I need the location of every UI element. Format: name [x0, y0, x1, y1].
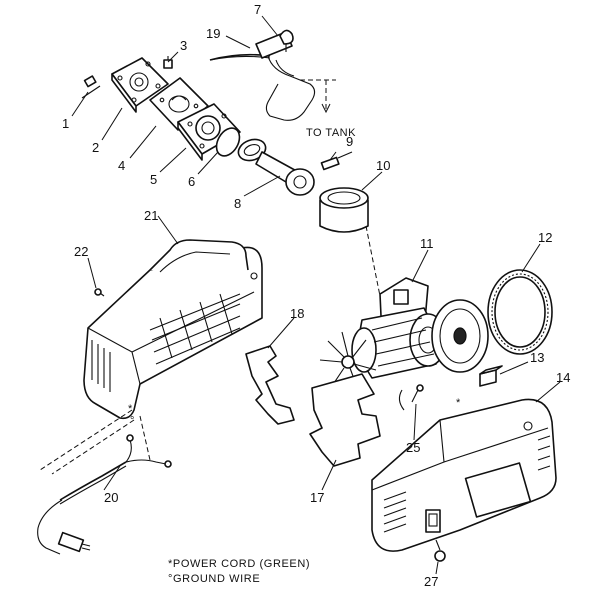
callout-13: 13: [530, 350, 544, 365]
degree-marker-cord: °: [130, 415, 135, 427]
part-7-fitting: [279, 29, 294, 52]
part-6-o-ring: [215, 127, 241, 157]
legend-power-cord: *POWER CORD (GREEN): [168, 558, 311, 570]
part-12-belt: [487, 269, 553, 355]
part-27-screw: [434, 539, 446, 562]
callout-11: 11: [420, 236, 434, 251]
part-14-front-shroud: [371, 398, 557, 552]
asterisk-marker-cord: *: [128, 403, 133, 415]
part-22-screw: [94, 288, 105, 297]
part-10-piston: [319, 187, 369, 233]
callout-8: 8: [234, 196, 241, 211]
callout-5: 5: [150, 172, 157, 187]
callout-6: 6: [188, 174, 195, 189]
callout-19: 19: [206, 26, 220, 41]
part-1-screw: [81, 75, 101, 99]
asterisk-marker: *: [456, 397, 461, 409]
callout-2: 2: [92, 140, 99, 155]
callout-9: 9: [346, 134, 353, 149]
part-17-baffle: [309, 373, 381, 467]
part-8-connecting-rod: [237, 138, 315, 196]
part-11-motor: [351, 277, 489, 379]
callout-25: 25: [406, 440, 420, 455]
part-19-tube: [209, 31, 316, 121]
part-3-fitting: [163, 56, 173, 69]
part-13-block: [479, 365, 503, 387]
part-5-cylinder-head: [177, 103, 241, 161]
callout-12: 12: [538, 230, 552, 245]
legend: *POWER CORD (GREEN) °GROUND WIRE: [168, 557, 310, 587]
callout-20: 20: [104, 490, 118, 505]
callout-7: 7: [254, 2, 261, 17]
callout-3: 3: [180, 38, 187, 53]
part-21-rear-shroud: [83, 239, 263, 420]
callout-22: 22: [74, 244, 88, 259]
callout-14: 14: [556, 370, 570, 385]
legend-ground-wire: °GROUND WIRE: [168, 573, 261, 585]
part-18-baffle: [245, 345, 295, 425]
callout-17: 17: [310, 490, 324, 505]
to-tank-label: TO TANK: [306, 127, 356, 139]
part-20-power-cord: [37, 434, 172, 555]
callout-labels: 1 2 3 4 5 6 7 8 9 10 11 12 13 14 17 18 1…: [62, 2, 570, 589]
part-9-screw: [320, 151, 353, 171]
callout-10: 10: [376, 158, 390, 173]
callout-27: 27: [424, 574, 438, 589]
leader-lines: [71, 15, 561, 575]
callout-21: 21: [144, 208, 158, 223]
callout-1: 1: [62, 116, 69, 131]
part-2-valve-plate: [111, 57, 169, 113]
part-25-screw: [398, 384, 424, 411]
callout-18: 18: [290, 306, 304, 321]
callout-4: 4: [118, 158, 125, 173]
